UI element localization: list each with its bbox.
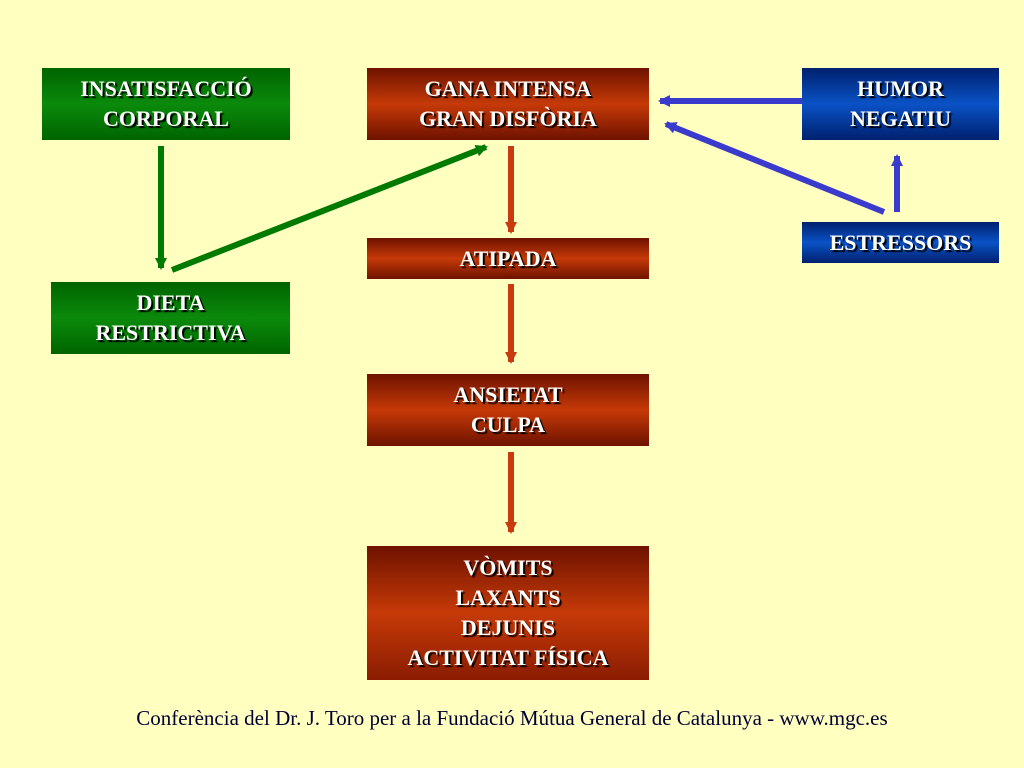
box-line: ESTRESSORS: [829, 229, 972, 255]
box-line: CORPORAL: [103, 106, 229, 131]
box-line: ANSIETAT: [453, 382, 563, 407]
box-dieta-restrictiva: DIETA RESTRICTIVA: [51, 282, 290, 354]
box-line: ATIPADA: [459, 245, 557, 271]
box-line: GANA INTENSA: [424, 76, 592, 101]
box-line: DEJUNIS: [460, 615, 556, 640]
box-line: NEGATIU: [849, 106, 952, 131]
box-line: VÒMITS: [463, 555, 553, 580]
box-line: ACTIVITAT FÍSICA: [407, 645, 609, 670]
box-line: INSATISFACCIÓ: [80, 76, 252, 101]
box-line: RESTRICTIVA: [95, 320, 246, 345]
box-line: DIETA: [136, 290, 205, 315]
box-ansietat-culpa: ANSIETAT CULPA: [367, 374, 649, 446]
box-vomits: VÒMITS LAXANTS DEJUNIS ACTIVITAT FÍSICA: [367, 546, 649, 680]
box-humor-negatiu: HUMOR NEGATIU: [802, 68, 999, 140]
arrow-estressors-to-gana: [664, 121, 886, 215]
box-line: LAXANTS: [455, 585, 561, 610]
arrow-dieta-to-gana: [170, 144, 488, 273]
box-estressors: ESTRESSORS: [802, 222, 999, 263]
box-line: GRAN DISFÒRIA: [419, 106, 597, 131]
footer-credit: Conferència del Dr. J. Toro per a la Fun…: [136, 706, 888, 730]
box-line: HUMOR: [857, 76, 944, 101]
box-insatisfaccio-corporal: INSATISFACCIÓ CORPORAL: [42, 68, 290, 140]
box-atipada: ATIPADA: [367, 238, 649, 279]
box-line: CULPA: [470, 412, 546, 437]
box-gana-intensa: GANA INTENSA GRAN DISFÒRIA: [367, 68, 649, 140]
